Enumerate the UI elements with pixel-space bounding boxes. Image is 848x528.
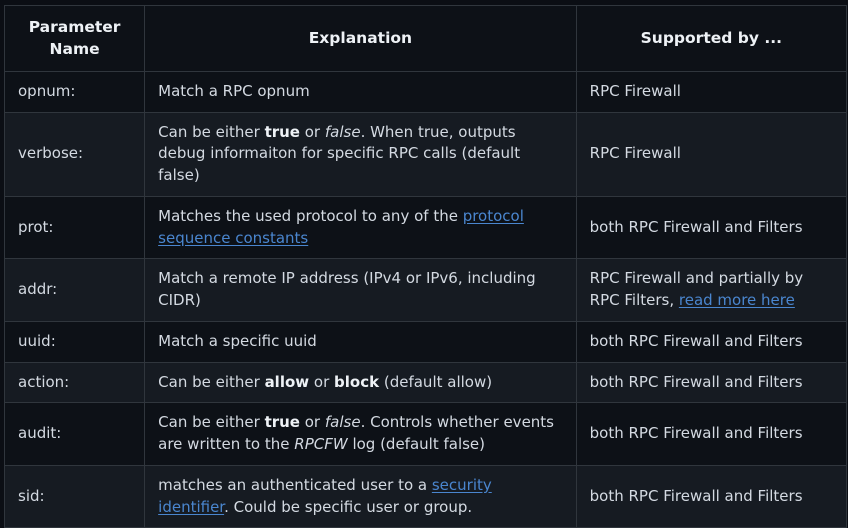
table-row: verbose:Can be either true or false. Whe…: [3, 111, 848, 197]
cell-parameter-name: prot:: [3, 195, 146, 260]
text-fragment: (default allow): [379, 372, 493, 391]
cell-supported-by: both RPC Firewall and Filters: [575, 402, 848, 466]
column-header-explanation: Explanation: [144, 5, 577, 72]
text-fragment: RPC Firewall: [589, 81, 681, 100]
cell-supported-by: RPC Firewall and partially by RPC Filter…: [575, 258, 848, 322]
cell-explanation: Match a RPC opnum: [144, 70, 577, 113]
emphasis-bold: block: [334, 372, 380, 391]
text-fragment: . Controls whether events are written to…: [158, 413, 554, 454]
cell-parameter-name: sid:: [3, 464, 146, 528]
text-fragment: both RPC Firewall and Filters: [589, 372, 803, 391]
text-fragment: or: [299, 122, 325, 141]
cell-supported-by: RPC Firewall: [575, 70, 848, 113]
text-fragment: Matches the used protocol to any of the: [158, 206, 463, 225]
text-fragment: both RPC Firewall and Filters: [589, 424, 803, 443]
cell-parameter-name: audit:: [3, 402, 146, 466]
table-header: Parameter Name Explanation Supported by …: [3, 5, 848, 72]
text-fragment: Match a RPC opnum: [158, 81, 310, 100]
emphasis-bold: true: [264, 413, 300, 432]
text-fragment: Match a specific uuid: [158, 331, 317, 350]
table-row: action:Can be either allow or block (def…: [3, 361, 848, 404]
table-row: audit:Can be either true or false. Contr…: [3, 402, 848, 466]
cell-explanation: matches an authenticated user to a secur…: [144, 464, 577, 528]
cell-supported-by: both RPC Firewall and Filters: [575, 195, 848, 260]
cell-explanation: Match a remote IP address (IPv4 or IPv6,…: [144, 258, 577, 322]
cell-explanation: Can be either true or false. When true, …: [144, 111, 577, 197]
cell-explanation: Match a specific uuid: [144, 320, 577, 363]
text-fragment: Can be either: [158, 372, 265, 391]
cell-explanation: Can be either allow or block (default al…: [144, 361, 577, 404]
cell-supported-by: both RPC Firewall and Filters: [575, 361, 848, 404]
text-fragment: RPC Firewall and partially by RPC Filter…: [589, 269, 804, 310]
text-fragment: Can be either: [158, 122, 265, 141]
cell-parameter-name: addr:: [3, 258, 146, 322]
text-fragment: . When true, outputs debug informaiton f…: [158, 122, 521, 185]
column-header-parameter-name: Parameter Name: [3, 5, 146, 72]
page-root: Parameter Name Explanation Supported by …: [3, 5, 848, 528]
emphasis-bold: allow: [264, 372, 310, 391]
cell-explanation: Matches the used protocol to any of the …: [144, 195, 577, 260]
text-fragment: or: [309, 372, 335, 391]
table-row: uuid: Match a specific uuid both RPC Firew…: [3, 320, 848, 363]
text-fragment: or: [299, 413, 325, 432]
emphasis-italic: RPCFW: [294, 435, 348, 454]
cell-supported-by: both RPC Firewall and Filters: [575, 320, 848, 363]
text-fragment: Can be either: [158, 413, 265, 432]
cell-explanation: Can be either true or false. Controls wh…: [144, 402, 577, 466]
cell-parameter-name: action:: [3, 361, 146, 404]
cell-parameter-name: verbose:: [3, 111, 146, 197]
text-fragment: both RPC Firewall and Filters: [589, 486, 803, 505]
cell-parameter-name: uuid:: [3, 320, 146, 363]
emphasis-bold: true: [264, 122, 300, 141]
emphasis-italic: false: [324, 122, 361, 141]
parameter-reference-table: Parameter Name Explanation Supported by …: [3, 5, 848, 528]
cell-parameter-name: opnum:: [3, 70, 146, 113]
text-fragment: Match a remote IP address (IPv4 or IPv6,…: [158, 269, 536, 310]
inline-link[interactable]: read more here: [678, 291, 795, 310]
emphasis-italic: false: [324, 413, 361, 432]
text-fragment: both RPC Firewall and Filters: [589, 217, 803, 236]
cell-supported-by: both RPC Firewall and Filters: [575, 464, 848, 528]
text-fragment: both RPC Firewall and Filters: [589, 331, 803, 350]
text-fragment: log (default false): [347, 435, 486, 454]
text-fragment: RPC Firewall: [589, 144, 681, 163]
table-row: opnum: Match a RPC opnum RPC Firewall: [3, 70, 848, 113]
text-fragment: . Could be specific user or group.: [224, 497, 473, 516]
table-header-row: Parameter Name Explanation Supported by …: [3, 5, 848, 72]
table-row: addr: Match a remote IP address (IPv4 or …: [3, 258, 848, 322]
table-row: prot:Matches the used protocol to any of…: [3, 195, 848, 260]
inline-link[interactable]: protocol sequence constants: [158, 206, 524, 247]
text-fragment: matches an authenticated user to a: [158, 475, 432, 494]
table-row: sid:matches an authenticated user to a s…: [3, 464, 848, 528]
cell-supported-by: RPC Firewall: [575, 111, 848, 197]
column-header-supported-by: Supported by ...: [575, 5, 848, 72]
